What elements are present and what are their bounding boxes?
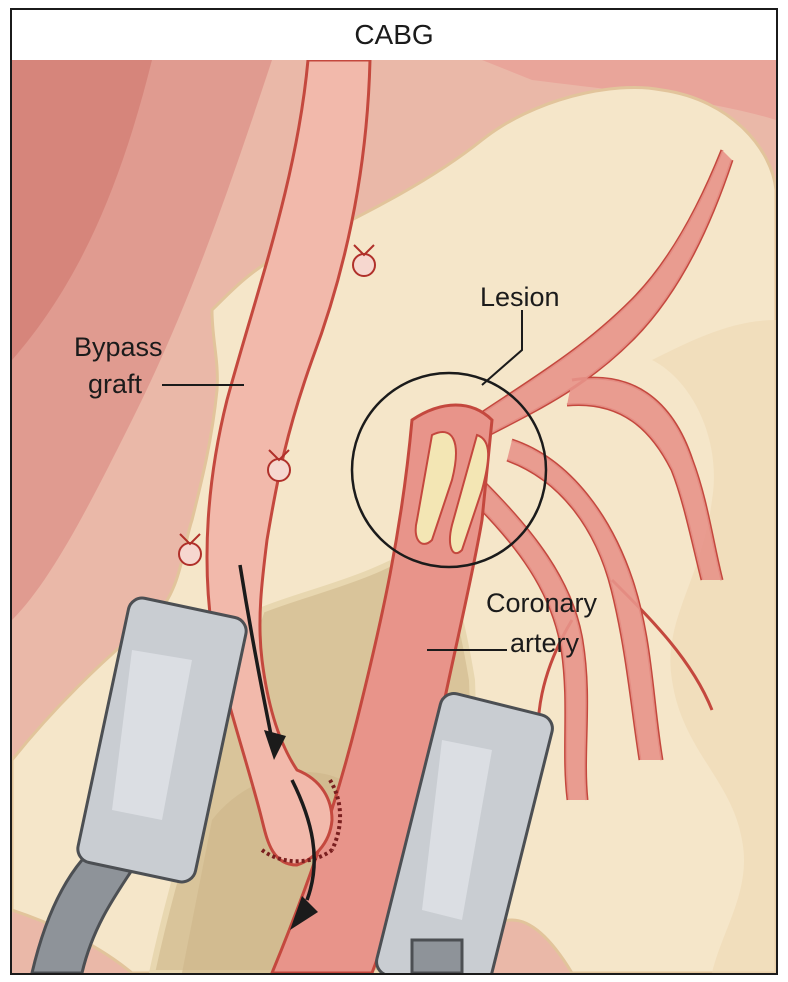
cabg-illustration: Bypass graft Lesion Coronary artery <box>10 60 778 975</box>
figure-title: CABG <box>10 8 778 62</box>
illustration-canvas: Bypass graft Lesion Coronary artery <box>12 60 776 973</box>
label-coronary-line2: artery <box>510 628 580 658</box>
label-coronary-line1: Coronary <box>486 588 598 618</box>
label-lesion: Lesion <box>480 282 560 312</box>
label-bypass-line2: graft <box>88 369 143 399</box>
label-bypass-line1: Bypass <box>74 332 163 362</box>
